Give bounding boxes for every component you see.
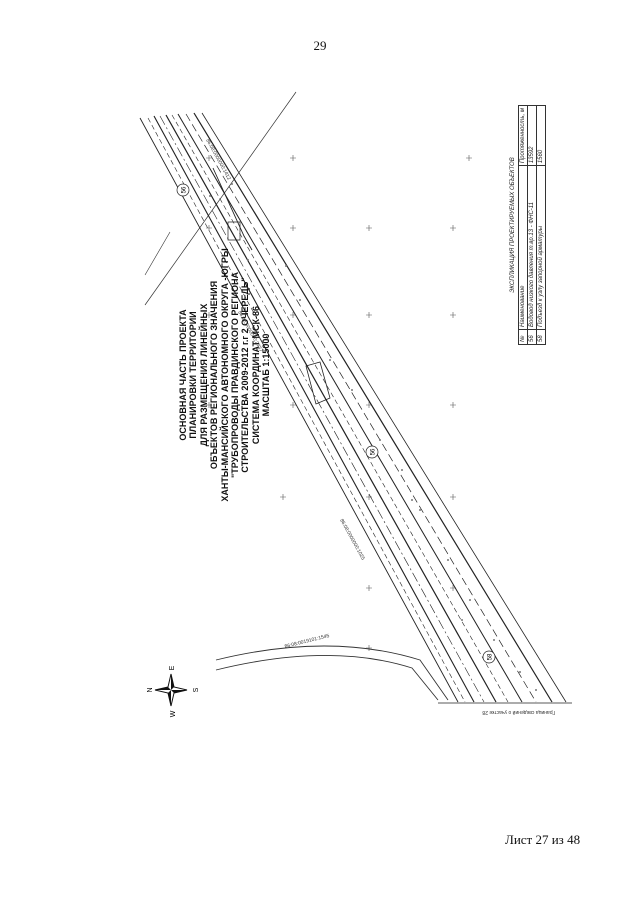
grid-crosses [206, 155, 472, 651]
legend-cell: 13592 [527, 105, 537, 166]
sheet-label: Лист 27 из 48 [505, 832, 581, 847]
page-number: 29 [313, 38, 327, 53]
svg-text:W: W [170, 710, 177, 717]
title-line: "ТРУБОПРОВОДЫ ПРАВДИНСКОГО РЕГИОНА [230, 272, 241, 478]
legend-header-cell: Наименование [518, 165, 528, 330]
svg-text:N: N [147, 687, 154, 692]
legend-cell: 56 [527, 329, 537, 345]
title-line: ХАНТЫ-МАНСИЙСКОГО АВТОНОМНОГО ОКРУГА -ЮГ… [219, 248, 230, 502]
svg-text:E: E [169, 665, 176, 670]
legend-cell: 58 [536, 329, 546, 345]
title-line: СИСТЕМА КООРДИНАТ МСК-86 [250, 305, 261, 445]
boundary-label: Граница сведений о участке 28 [482, 709, 555, 716]
legend-cell: Подъезд к узлу запорной арматуры [536, 165, 546, 330]
compass-rose-icon: N E S W [147, 665, 200, 717]
pipeline-branch [212, 167, 253, 251]
title-line: ОСНОВНАЯ ЧАСТЬ ПРОЕКТА [178, 309, 188, 441]
title-line: ПЛАНИРОВКИ ТЕРРИТОРИИ [188, 311, 199, 439]
survey-points [209, 183, 537, 691]
road [215, 645, 449, 701]
construction-line [144, 91, 297, 306]
svg-text:56: 56 [182, 186, 188, 193]
legend-cell: Водовод низкого давления т.вр.13 - ФНС-1… [527, 165, 537, 330]
pipeline-corridor [139, 112, 567, 703]
legend-title: ЭКСПЛИКАЦИЯ ПРОЕКТИРУЕМЫХ ОБЪЕКТОВ [510, 157, 516, 293]
title-line: МАСШТАБ 1:15000 [261, 333, 272, 417]
svg-text:S: S [193, 687, 200, 692]
title-line: ДЛЯ РАЗМЕЩЕНИЯ ЛИНЕЙНЫХ [198, 303, 209, 447]
title-line: СТРОИТЕЛЬСТВА 2009-2012 г.г 2 ОЧЕРЕДЬ" [240, 277, 251, 473]
parcel-label-d: 86:08:0019101:1545 [284, 633, 330, 650]
legend-header-row: № Наименование Протяженность, м [518, 105, 528, 345]
drawing-title: ОСНОВНАЯ ЧАСТЬ ПРОЕКТА ПЛАНИРОВКИ ТЕРРИТ… [178, 165, 272, 585]
legend-table: № Наименование Протяженность, м 56 Водов… [518, 105, 546, 345]
svg-text:58: 58 [488, 653, 494, 660]
route-marker-a: 56 [176, 183, 190, 197]
route-marker-c: 58 [482, 650, 496, 664]
legend-explication: ЭКСПЛИКАЦИЯ ПРОЕКТИРУЕМЫХ ОБЪЕКТОВ № Наи… [510, 105, 546, 345]
title-line: ОБЪЕКТОВ РЕГИОНАЛЬНОГО ЗНАЧЕНИЯ [209, 280, 220, 470]
legend-header-cell: Протяженность, м [518, 105, 528, 166]
svg-text:56: 56 [371, 448, 377, 455]
legend-cell: 1560 [536, 105, 546, 166]
legend-header-cell: № [518, 329, 528, 345]
legend-row: 58 Подъезд к узлу запорной арматуры 1560 [536, 105, 546, 345]
route-marker-b: 56 [365, 445, 379, 459]
legend-row: 56 Водовод низкого давления т.вр.13 - ФН… [527, 105, 537, 345]
